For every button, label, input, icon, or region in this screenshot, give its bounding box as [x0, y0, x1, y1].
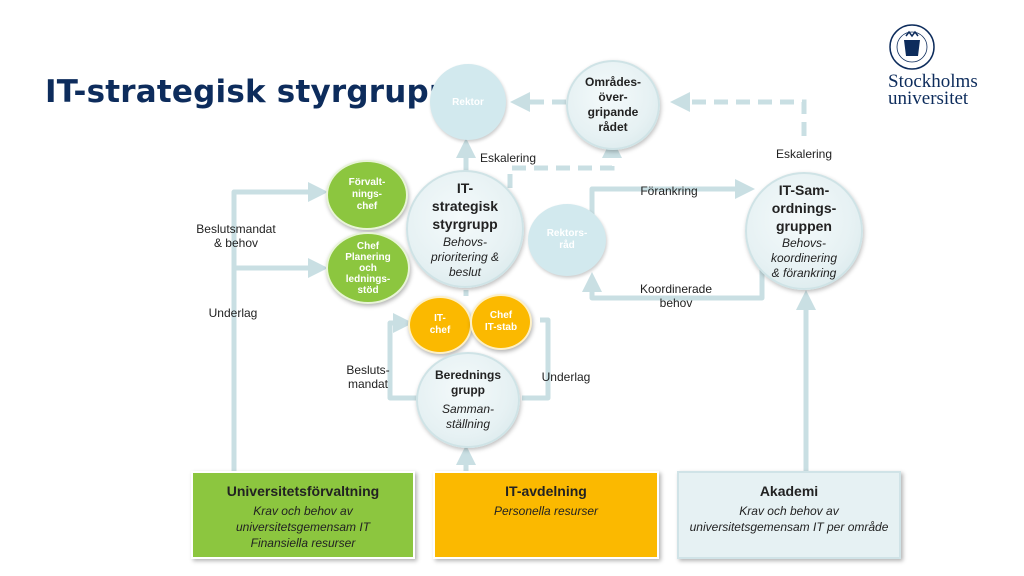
logo-line-2: universitet [888, 88, 969, 109]
node-itchef: IT- chef [408, 296, 472, 354]
box-akademi-title: Akademi [759, 483, 819, 499]
node-rektorsrad-label: Rektors- råd [546, 228, 588, 251]
logo-line-1: Stockholms [888, 71, 978, 92]
node-omrades: Områdes- över- gripande rådet [566, 60, 660, 150]
node-itsam-title: IT-Sam- ordnings- gruppen [771, 182, 837, 234]
arrow-beredning-right [522, 317, 551, 401]
node-rektorsrad: Rektors- råd [528, 204, 606, 276]
box-univ-title: Universitetsförvaltning [226, 483, 380, 499]
arrow-itstrat-omrades [507, 138, 622, 188]
node-beredning: Berednings grupp Samman- ställning [416, 352, 520, 448]
box-univ-line-2: Finansiella resurser [250, 536, 356, 550]
node-itstrat: IT- strategisk styrgrupp Behovs- priorit… [406, 170, 524, 288]
box-universitetsforvaltning: Universitetsförvaltning Krav och behov a… [191, 471, 415, 559]
box-akademi: Akademi Krav och behov av universitetsge… [677, 471, 901, 559]
node-itstrat-sub: Behovs- prioritering & beslut [430, 234, 500, 279]
node-rektor: Rektor [430, 64, 506, 140]
label-underlag-right: Underlag [541, 370, 591, 384]
node-forvaltningschef-label: Förvalt- nings- chef [348, 177, 386, 212]
label-eskalering-right: Eskalering [775, 147, 833, 161]
node-itstrat-title: IT- strategisk styrgrupp [431, 179, 499, 232]
node-beredning-sub: Samman- ställning [441, 402, 494, 431]
arrow-univ-up [231, 182, 328, 472]
node-chefplanering: Chef Planering och lednings- stöd [326, 232, 410, 304]
arrow-itsam-omrades [670, 92, 807, 136]
label-beslutsmandat-behov: Beslutsmandat & behov [196, 222, 276, 250]
box-it-avdelning: IT-avdelning Personella resurser [433, 471, 659, 559]
node-forvaltningschef: Förvalt- nings- chef [326, 160, 408, 230]
arrow-beredning-left [387, 313, 418, 401]
label-underlag-left: Underlag [208, 306, 258, 320]
node-itchef-label: IT- chef [429, 313, 451, 336]
node-chefitstab: Chef IT-stab [470, 294, 532, 350]
box-itavd-line-1: Personella resurser [493, 504, 599, 518]
node-chefplanering-label: Chef Planering och lednings- stöd [345, 240, 391, 296]
node-itsam-sub: Behovs- koordinering & förankring [770, 236, 838, 280]
arrow-koordinerade [582, 263, 765, 301]
node-itsam: IT-Sam- ordnings- gruppen Behovs- koordi… [745, 172, 863, 290]
label-forankring: Förankring [640, 184, 698, 198]
label-eskalering-left: Eskalering [479, 151, 537, 165]
box-itavd-title: IT-avdelning [505, 483, 587, 499]
box-akademi-line-1: Krav och behov av universitetsgemensam I… [689, 504, 889, 534]
box-univ-line-1: Krav och behov av universitetsgemensam I… [235, 504, 371, 534]
arrow-forankring [589, 179, 755, 215]
logo-wordmark: Stockholms universitet [888, 71, 1008, 109]
label-besluts-mandat: Besluts- mandat [346, 363, 390, 391]
label-koordinerade: Koordinerade behov [639, 282, 713, 310]
node-rektor-label: Rektor [452, 96, 484, 108]
node-chefitstab-label: Chef IT-stab [484, 310, 518, 333]
node-beredning-title: Berednings grupp [434, 368, 501, 397]
page-title: IT-strategisk styrgrupp [45, 74, 452, 110]
stockholm-university-seal-icon [889, 24, 935, 70]
node-omrades-label: Områdes- över- gripande rådet [584, 75, 642, 134]
